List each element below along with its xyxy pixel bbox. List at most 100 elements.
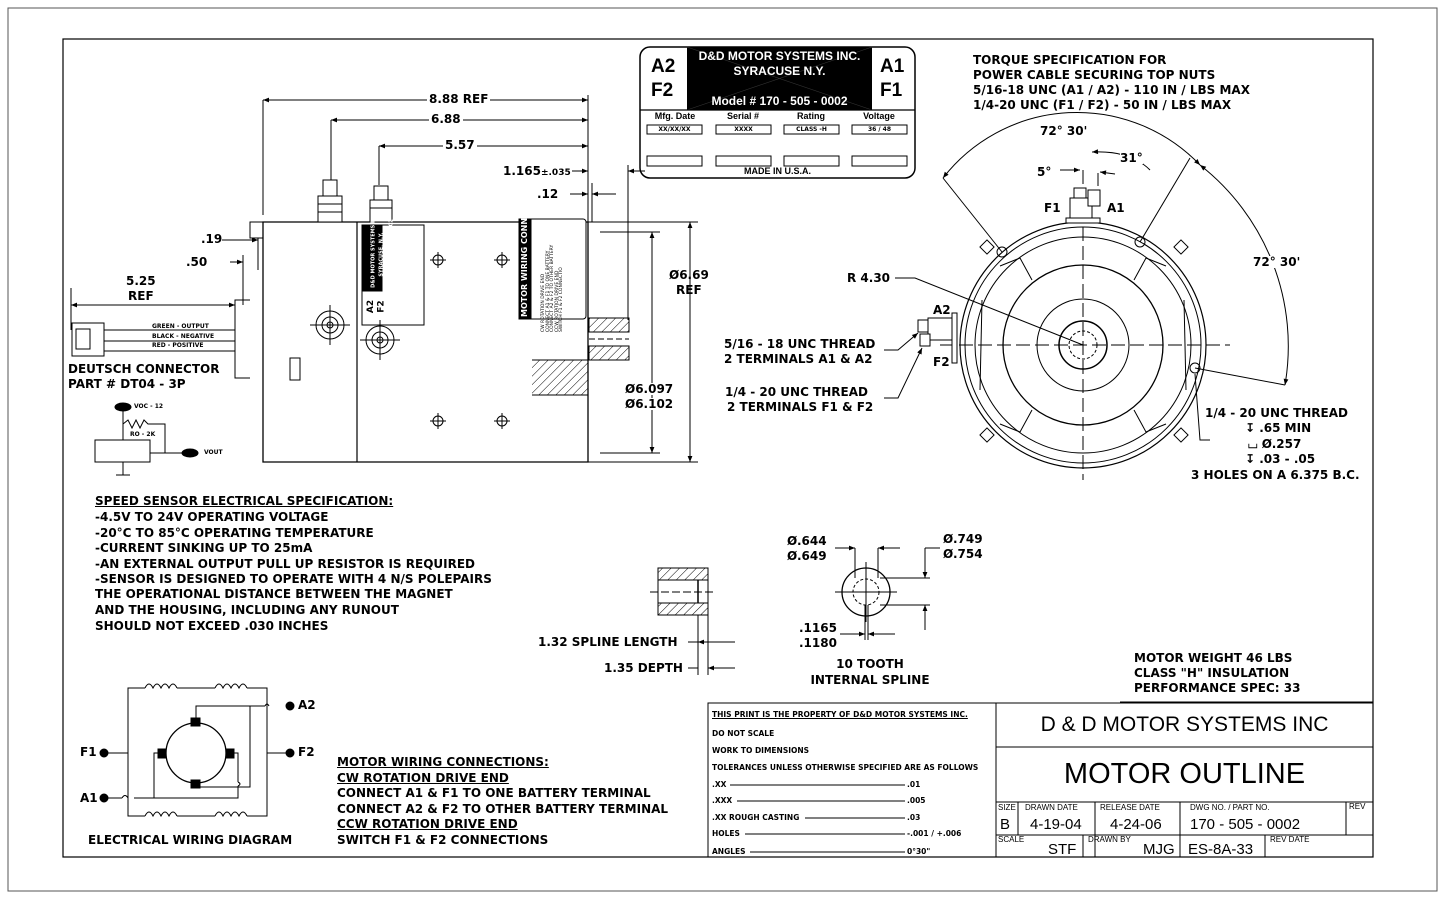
holes-line: ↧ .03 - .05: [1245, 452, 1316, 466]
thread-a-line1: 5/16 - 18 UNC THREAD: [724, 337, 876, 351]
sensor-spec-title: SPEED SENSOR ELECTRICAL SPECIFICATION:: [95, 494, 394, 508]
spline-dia-inner-2: Ø.649: [787, 549, 827, 563]
rev-date-label: REV DATE: [1270, 835, 1310, 844]
dim-0-50: .50: [186, 255, 208, 269]
nameplate-origin: MADE IN U.S.A.: [743, 166, 811, 176]
motor-info-line: MOTOR WEIGHT 46 LBS: [1134, 651, 1293, 665]
thread-f-line2: 2 TERMINALS F1 & F2: [727, 400, 874, 414]
wd-a1: A1: [80, 791, 98, 805]
dim-5-25-ref: REF: [128, 289, 154, 303]
torque-line: TORQUE SPECIFICATION FOR: [973, 53, 1167, 67]
sensor-spec-line: SHOULD NOT EXCEED .030 INCHES: [95, 619, 329, 633]
terminal-f1-label: F1: [1044, 201, 1061, 215]
dwg-no-value: 170 - 505 - 0002: [1190, 816, 1301, 833]
sensor-spec-line: -AN EXTERNAL OUTPUT PULL UP RESISTOR IS …: [95, 557, 475, 571]
wire-label-green: GREEN - OUTPUT: [152, 323, 209, 330]
tolerance-value: 0°30": [907, 847, 931, 856]
drawn-by-value: MJG: [1143, 841, 1175, 858]
holes-line: 1/4 - 20 UNC THREAD: [1205, 406, 1348, 420]
tolerance-value: .005: [907, 796, 926, 805]
dim-dia-6-102: Ø6.102: [625, 397, 674, 411]
drawn-by-label: DRAWN BY: [1088, 835, 1131, 844]
note-do-not-scale: DO NOT SCALE: [712, 729, 775, 738]
outer-border: [7, 7, 1438, 892]
note-tolerances-header: TOLERANCES UNLESS OTHERWISE SPECIFIED AR…: [712, 763, 979, 772]
motor-info-line: PERFORMANCE SPEC: 33: [1134, 681, 1301, 695]
sensor-spec-line: -4.5V TO 24V OPERATING VOLTAGE: [95, 510, 329, 524]
dim-1-165: 1.165±.035: [503, 165, 571, 178]
connector-name: DEUTSCH CONNECTOR: [68, 362, 220, 376]
nameplate-city: SYRACUSE N.Y.: [733, 64, 826, 78]
release-date-value: 4-24-06: [1110, 816, 1162, 833]
sensor-spec-line: -20°C TO 85°C OPERATING TEMPERATURE: [95, 526, 374, 540]
spline-caption-2: INTERNAL SPLINE: [810, 673, 930, 687]
voc-label: VOC - 12: [134, 403, 164, 410]
sensor-circuit-geometry: [94, 402, 199, 476]
nameplate-field-value: XXXX: [734, 126, 753, 133]
small-plate-f2: F2: [376, 300, 387, 313]
nameplate-f1: F1: [880, 80, 903, 101]
tolerance-label: .XXX: [712, 796, 735, 805]
thread-f-line1: 1/4 - 20 UNC THREAD: [725, 385, 868, 399]
nameplate-company: D&D MOTOR SYSTEMS INC.: [698, 49, 861, 63]
dim-overall-length: 8.88 REF: [427, 92, 491, 106]
terminal-f2-label: F2: [933, 355, 950, 369]
connector-part: PART # DT04 - 3P: [68, 377, 186, 391]
torque-line: POWER CABLE SECURING TOP NUTS: [973, 68, 1216, 82]
dim-dia-6-097: Ø6.097: [625, 382, 674, 396]
scale-value: STF: [1048, 841, 1077, 858]
spline-length-label: 1.32 SPLINE LENGTH: [538, 635, 678, 649]
angle-72-30-top: 72° 30': [1038, 124, 1090, 138]
dwg-no-label: DWG NO. / PART NO.: [1190, 803, 1270, 812]
note-work-to-dims: WORK TO DIMENSIONS: [712, 746, 810, 755]
holes-line: 3 HOLES ON A 6.375 B.C.: [1191, 468, 1360, 482]
wiring-diagram-geometry: [99, 683, 295, 818]
nameplate-geometry: [639, 46, 916, 179]
body-wiring-label: MOTOR WIRING CONNE: [520, 212, 529, 317]
scale-label: SCALE: [998, 835, 1025, 844]
release-date-label: RELEASE DATE: [1100, 803, 1160, 812]
tolerance-value: .03: [907, 813, 921, 822]
wire-label-red: RED - POSITIVE: [152, 342, 204, 349]
dim-0-19: .19: [201, 232, 223, 246]
size-value: B: [1000, 816, 1011, 833]
resistor-label: RO - 2K: [130, 431, 156, 438]
tolerance-label: .XX: [712, 780, 729, 789]
dim-1-165-value: 1.165: [503, 164, 541, 178]
small-plate-city: SYRACUSE, N.Y.: [378, 232, 385, 277]
nameplate-field-label: Rating: [797, 111, 825, 121]
tolerance-value: -.001 / +.006: [907, 829, 962, 838]
holes-line: ↧ .65 MIN: [1245, 421, 1312, 435]
nameplate-model: Model # 170 - 505 - 0002: [711, 94, 848, 108]
end-view-geometry: [884, 111, 1289, 480]
radius-label: R 4.30: [847, 271, 891, 285]
torque-line: 1/4-20 UNC (F1 / F2) - 50 IN / LBS MAX: [973, 98, 1232, 112]
note-property: THIS PRINT IS THE PROPERTY OF D&D MOTOR …: [712, 710, 968, 719]
sensor-spec-line: AND THE HOUSING, INCLUDING ANY RUNOUT: [95, 603, 399, 617]
title-block-company: D & D MOTOR SYSTEMS INC: [1040, 713, 1329, 736]
vout-label: VOUT: [204, 449, 223, 456]
title-block-geometry: [707, 701, 1374, 858]
motor-info-line: CLASS "H" INSULATION: [1134, 666, 1290, 680]
dim-5-25: 5.25: [126, 274, 156, 288]
dim-6-88: 6.88: [429, 112, 463, 126]
drawing-title: MOTOR OUTLINE: [1063, 758, 1306, 790]
angle-31: 31°: [1120, 151, 1143, 165]
wd-a2: A2: [298, 698, 316, 712]
nameplate-field-value: 36 / 48: [867, 126, 892, 133]
nameplate-a2: A2: [651, 56, 676, 77]
drawn-date-label: DRAWN DATE: [1025, 803, 1078, 812]
dim-5-57: 5.57: [443, 138, 477, 152]
wiring-ccw-line: SWITCH F1 & F2 CONNECTIONS: [337, 833, 549, 847]
tolerance-label: ANGLES: [712, 847, 748, 856]
wiring-ccw-heading: CCW ROTATION DRIVE END: [337, 817, 518, 831]
body-wiring-line: SWITCH F1 & F2 CONNECTIO: [559, 267, 564, 332]
nameplate-field-label: Serial #: [726, 111, 760, 121]
drawn-date-value: 4-19-04: [1030, 816, 1082, 833]
wiring-diagram-caption: ELECTRICAL WIRING DIAGRAM: [88, 833, 293, 847]
spline-tooth-1: .1165: [799, 621, 837, 635]
sensor-spec-line: THE OPERATIONAL DISTANCE BETWEEN THE MAG…: [95, 587, 453, 601]
nameplate-field-label: Voltage: [863, 111, 895, 121]
